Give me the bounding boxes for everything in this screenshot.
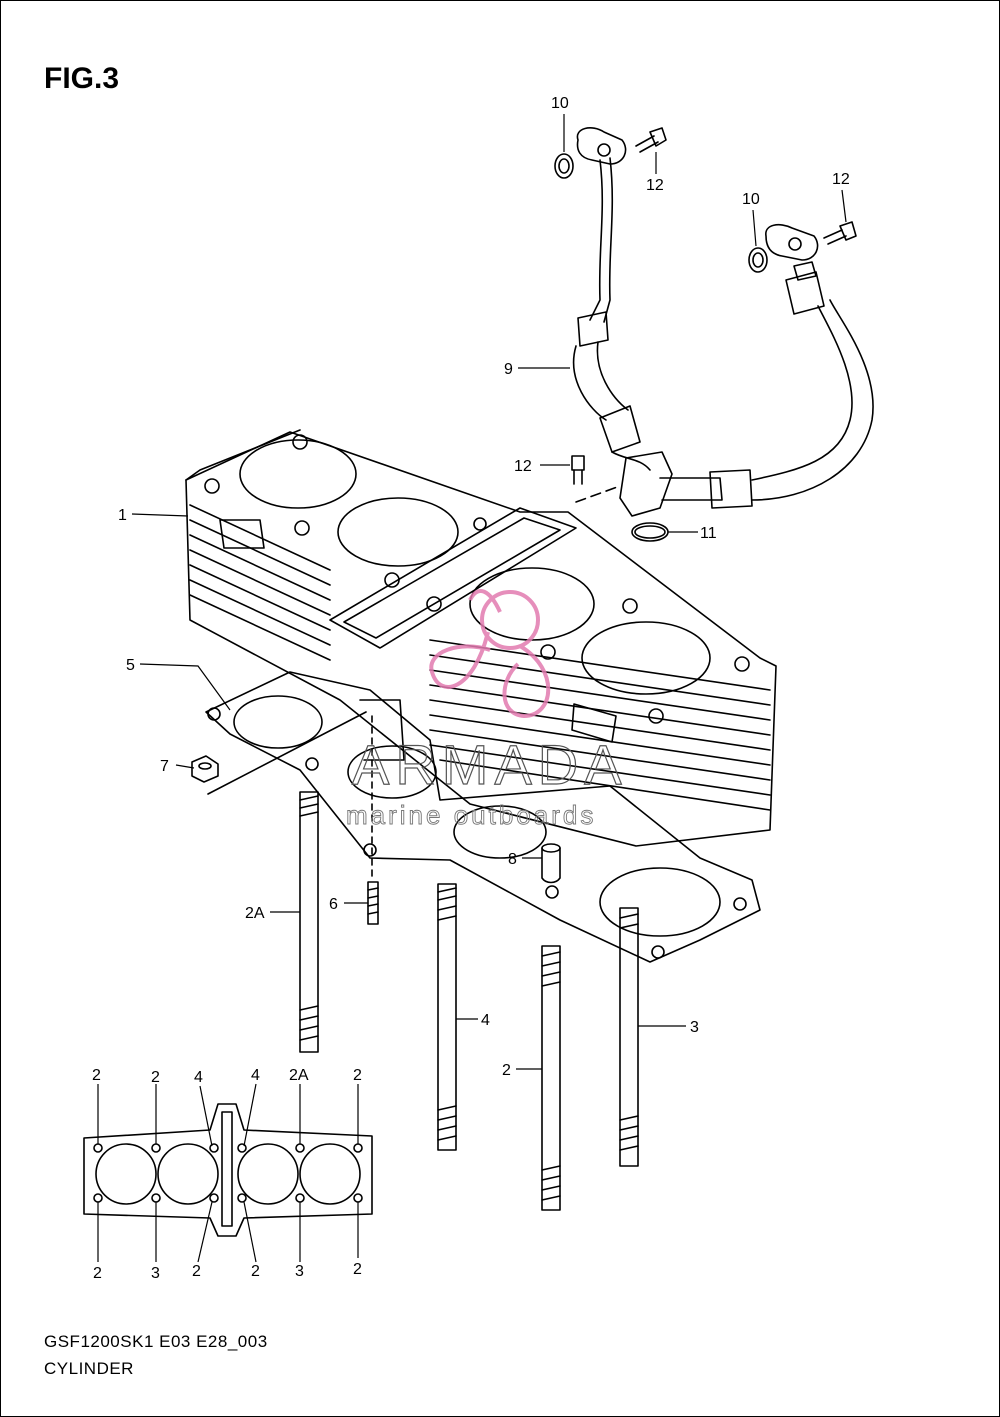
nut <box>191 755 219 783</box>
watermark-logo <box>429 589 551 719</box>
callout-8: 8 <box>508 851 517 868</box>
key-bottom-label: 2 <box>93 1265 102 1282</box>
callout-12-right: 12 <box>832 171 850 188</box>
figure-title: FIG.3 <box>44 62 120 95</box>
key-top-label: 4 <box>251 1067 260 1084</box>
callout-6: 6 <box>329 896 338 913</box>
cylinder-block <box>185 429 777 847</box>
key-top-label: 2 <box>92 1067 101 1084</box>
callout-10-left: 10 <box>551 95 569 112</box>
diagram-code: GSF1200SK1 E03 E28_003 <box>44 1332 268 1351</box>
stud-4 <box>437 883 457 1151</box>
key-bottom-label: 2 <box>192 1263 201 1280</box>
callout-11: 11 <box>700 525 717 542</box>
stud-2 <box>541 945 561 1211</box>
stud-3 <box>619 907 639 1167</box>
stud-2A <box>299 791 319 1053</box>
short-stud <box>367 881 379 925</box>
callout-2A: 2A <box>245 905 265 922</box>
callout-12-union: 12 <box>514 458 532 475</box>
callout-2: 2 <box>502 1062 511 1079</box>
key-bottom-label: 3 <box>295 1263 304 1280</box>
key-top-label: 2 <box>151 1069 160 1086</box>
leader-lines <box>97 114 847 1263</box>
key-bottom-label: 3 <box>151 1265 160 1282</box>
callout-10-right: 10 <box>742 191 760 208</box>
watermark-brand: ARMADA <box>352 733 628 796</box>
callout-4: 4 <box>481 1012 490 1029</box>
key-top-label: 2 <box>353 1067 362 1084</box>
stud-location-key <box>83 1103 373 1237</box>
callout-9: 9 <box>504 361 513 378</box>
key-top-label: 2A <box>289 1067 309 1084</box>
callout-12-top: 12 <box>646 177 664 194</box>
watermark-tagline: marine outboards <box>346 800 596 830</box>
oil-hose-assembly <box>554 127 874 542</box>
dowel-pin <box>541 843 561 884</box>
callout-7: 7 <box>160 758 169 775</box>
key-bottom-label: 2 <box>353 1261 362 1278</box>
callout-5: 5 <box>126 657 135 674</box>
key-top-label: 4 <box>194 1069 203 1086</box>
callout-1: 1 <box>118 507 127 524</box>
base-gasket <box>205 671 761 963</box>
key-bottom-label: 2 <box>251 1263 260 1280</box>
diagram-name: CYLINDER <box>44 1359 134 1378</box>
callout-3: 3 <box>690 1019 699 1036</box>
